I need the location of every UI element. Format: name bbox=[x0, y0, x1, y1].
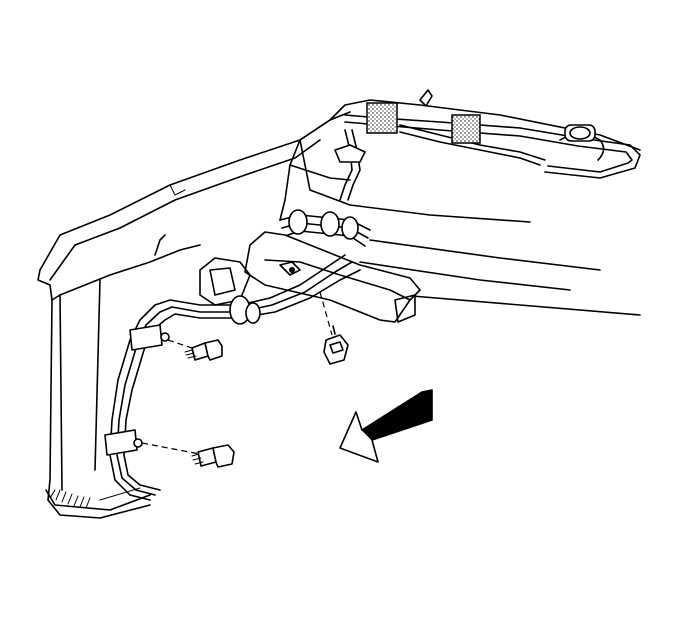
fuel-line-bundle-upper bbox=[339, 114, 641, 201]
mounting-bracket bbox=[199, 231, 421, 323]
pillar-clip-lower bbox=[104, 429, 143, 456]
bolt-upper bbox=[184, 339, 223, 361]
pillar-clip-upper bbox=[129, 324, 170, 351]
alignment-line-pin bbox=[319, 291, 333, 336]
upper-clip bbox=[334, 89, 433, 163]
grommet-1 bbox=[366, 102, 398, 134]
direction-arrow bbox=[339, 389, 433, 463]
fuel-line-bundle-middle bbox=[279, 209, 371, 247]
alignment-line-upper bbox=[167, 339, 199, 351]
grommet-2 bbox=[451, 114, 481, 144]
alignment-line-lower bbox=[141, 442, 206, 456]
bolt-lower bbox=[191, 444, 235, 468]
push-pin-fastener bbox=[323, 325, 349, 365]
upper-body-panel bbox=[279, 99, 641, 316]
pillar-panel bbox=[37, 111, 351, 519]
